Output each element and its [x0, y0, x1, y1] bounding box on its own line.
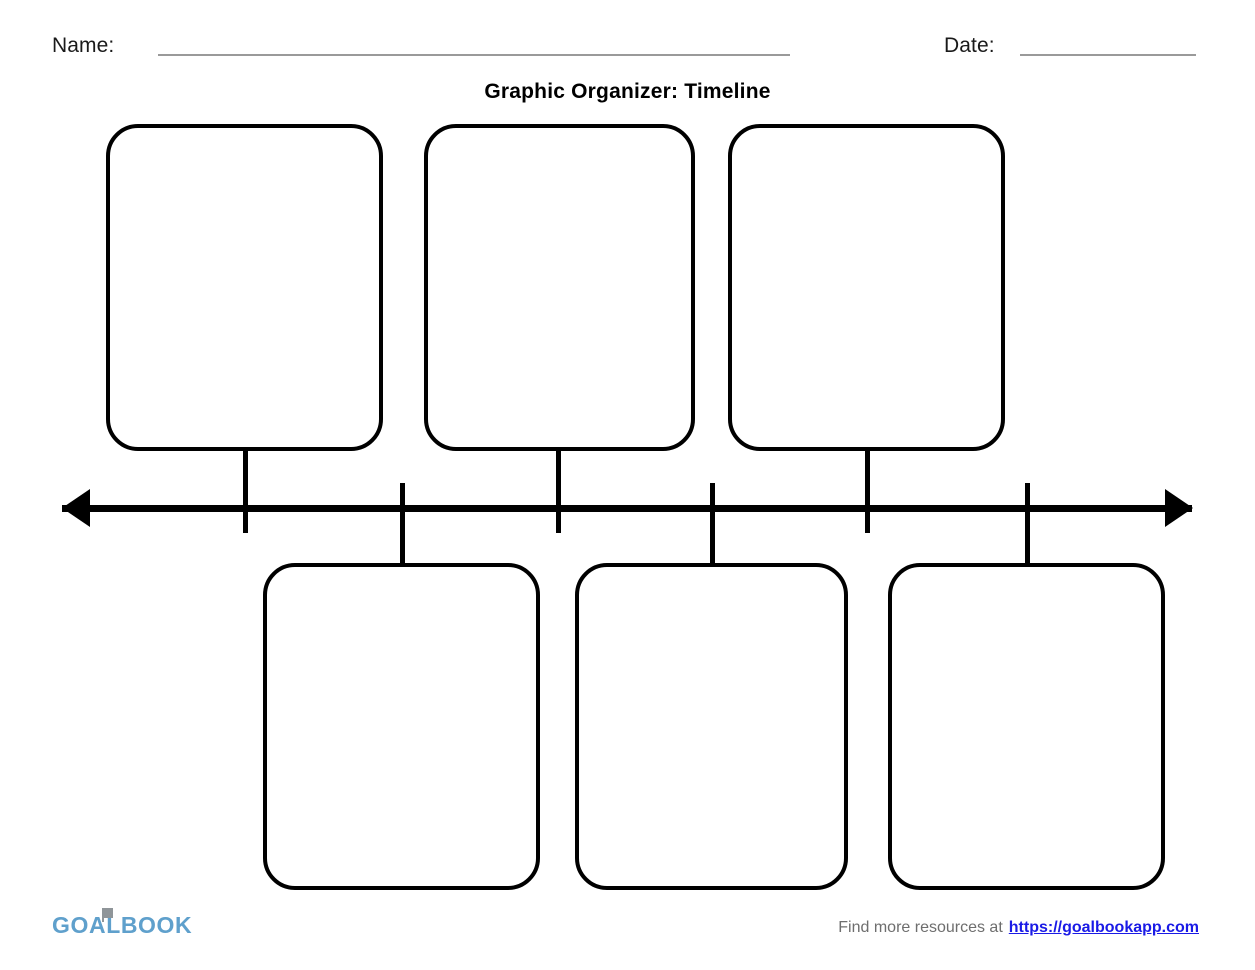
name-write-line[interactable]: [158, 54, 790, 56]
logo-flag-icon: [104, 908, 113, 918]
date-label: Date:: [944, 34, 995, 57]
name-label: Name:: [52, 34, 115, 57]
page-title: Graphic Organizer: Timeline: [484, 80, 771, 103]
timeline-axis-line: [62, 505, 1192, 512]
box-top-2[interactable]: [424, 124, 695, 451]
goalbook-logo: GOALBOOK: [52, 908, 192, 942]
goalbook-logo-text: GOALBOOK: [52, 912, 193, 938]
box-bottom-2[interactable]: [575, 563, 848, 890]
box-bottom-1[interactable]: [263, 563, 540, 890]
date-write-line[interactable]: [1020, 54, 1196, 56]
goalbook-link[interactable]: https://goalbookapp.com: [1008, 919, 1199, 936]
arrow-right-icon: [1165, 489, 1193, 527]
box-top-1[interactable]: [106, 124, 383, 451]
footer-note: Find more resources at https://goalbookap…: [838, 919, 1199, 937]
footer-note-text: Find more resources at: [838, 919, 1003, 936]
box-top-3[interactable]: [728, 124, 1005, 451]
box-bottom-3[interactable]: [888, 563, 1165, 890]
logo-flagpole-icon: [102, 908, 104, 922]
arrow-left-icon: [62, 489, 90, 527]
